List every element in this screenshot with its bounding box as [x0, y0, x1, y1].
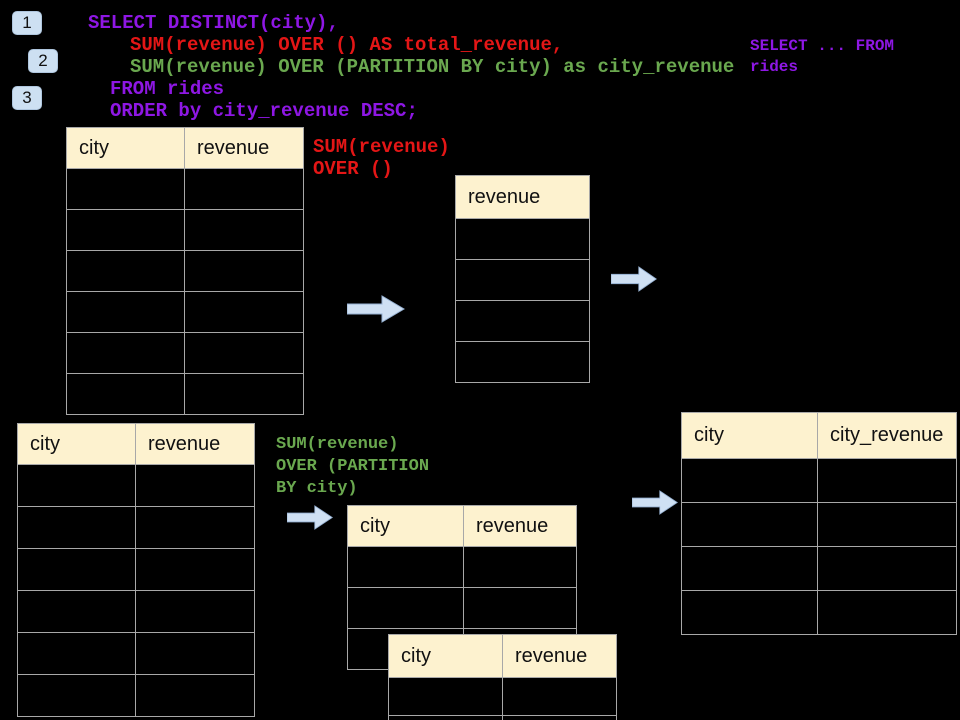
table-partition-back: city revenue [388, 634, 617, 720]
column-header-city: city [348, 506, 464, 546]
table-header: city revenue [67, 128, 303, 168]
table-row [18, 548, 254, 590]
arrow-right-icon [611, 266, 657, 292]
table-row [456, 218, 589, 259]
table-row [682, 590, 956, 634]
sql-line-total-revenue: SUM(revenue) OVER () AS total_revenue, [130, 34, 564, 56]
arrow-right-icon [287, 505, 333, 530]
label-sum-over-partition: SUM(revenue) OVER (PARTITION BY city) [276, 435, 430, 498]
table-header: city city_revenue [682, 413, 956, 458]
table-source-top: city revenue [66, 127, 304, 415]
side-note-select-from-rides: SELECT ... FROM rides [750, 37, 895, 76]
table-row [682, 502, 956, 546]
column-header-city: city [18, 424, 136, 464]
table-row [348, 587, 576, 628]
column-header-revenue: revenue [468, 185, 541, 208]
table-header: city revenue [348, 506, 576, 546]
table-source-bottom: city revenue [17, 423, 255, 717]
table-row [18, 506, 254, 548]
arrow-right-icon [632, 490, 678, 515]
table-row [67, 250, 303, 291]
table-row [18, 590, 254, 632]
step-badge-3: 3 [12, 86, 42, 110]
step-badge-2: 2 [28, 49, 58, 73]
table-header: revenue [456, 176, 589, 218]
table-row [389, 677, 616, 715]
sql-line-order-by: ORDER by city_revenue DESC; [110, 100, 418, 122]
table-row [67, 168, 303, 209]
sql-line-select: SELECT DISTINCT(city), [88, 12, 339, 34]
column-header-revenue: revenue [148, 432, 221, 455]
sql-line-from: FROM rides [110, 78, 225, 100]
table-row [682, 546, 956, 590]
table-header: city revenue [18, 424, 254, 464]
column-header-revenue: revenue [197, 136, 270, 159]
table-total-revenue-result: revenue [455, 175, 590, 383]
column-header-city-revenue: city_revenue [830, 424, 944, 446]
table-row [18, 464, 254, 506]
column-header-city: city [67, 128, 185, 168]
table-row [348, 546, 576, 587]
table-row [389, 715, 616, 720]
table-header: city revenue [389, 635, 616, 677]
column-header-revenue: revenue [515, 644, 588, 667]
table-row [67, 373, 303, 414]
table-row [682, 458, 956, 502]
table-row [67, 332, 303, 373]
table-row [18, 632, 254, 674]
column-header-city: city [682, 413, 818, 458]
table-row [67, 209, 303, 250]
step-badge-1: 1 [12, 11, 42, 35]
table-partition-front: city revenue [347, 505, 577, 670]
table-row [18, 674, 254, 716]
sql-line-partition: SUM(revenue) OVER (PARTITION BY city) as… [130, 56, 735, 78]
table-row [456, 341, 589, 382]
table-row [67, 291, 303, 332]
column-header-revenue: revenue [476, 514, 549, 537]
column-header-city: city [389, 635, 503, 677]
arrow-right-icon [347, 295, 405, 323]
table-city-revenue-result: city city_revenue [681, 412, 957, 635]
table-row [456, 259, 589, 300]
table-row [456, 300, 589, 341]
label-sum-over-empty: SUM(revenue) OVER () [313, 136, 450, 180]
